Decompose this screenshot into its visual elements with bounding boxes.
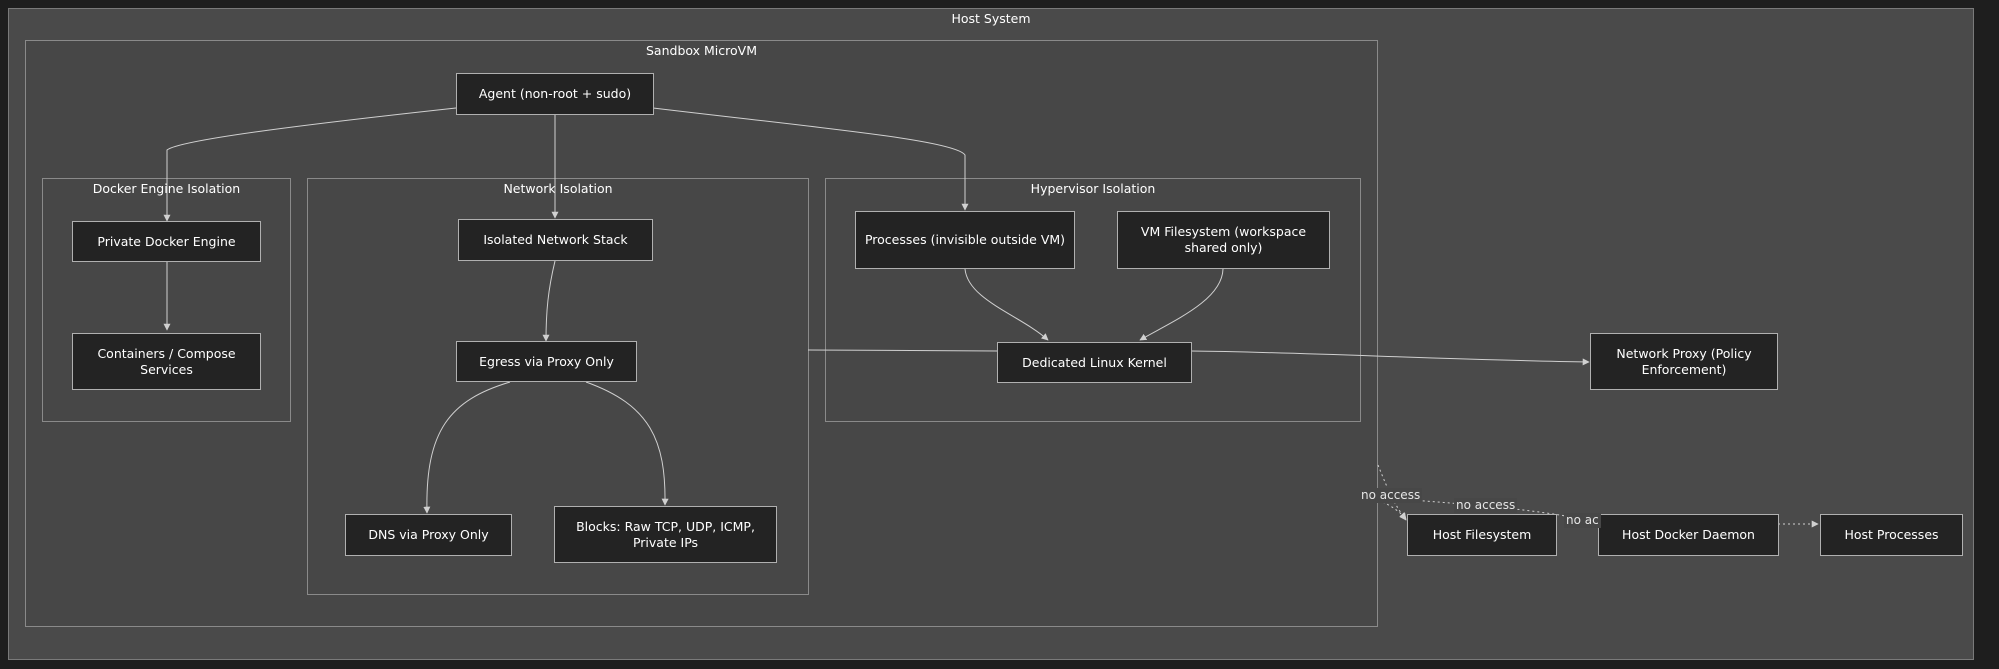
edge-label-no-access-3: no ac — [1564, 513, 1601, 528]
node-containers-compose: Containers / Compose Services — [72, 333, 261, 390]
node-host-filesystem: Host Filesystem — [1407, 514, 1557, 556]
hypervisor-isolation-title: Hypervisor Isolation — [1030, 181, 1156, 196]
edge-label-no-access-1: no access — [1359, 488, 1423, 503]
node-agent: Agent (non-root + sudo) — [456, 73, 654, 115]
node-isolated-network-stack: Isolated Network Stack — [458, 219, 653, 261]
node-blocks: Blocks: Raw TCP, UDP, ICMP, Private IPs — [554, 506, 777, 563]
edge-egress-to-blocks — [585, 381, 669, 506]
edge-agent-to-processes — [652, 107, 969, 211]
node-dns-via-proxy: DNS via Proxy Only — [345, 514, 512, 556]
docker-engine-isolation-title: Docker Engine Isolation — [92, 181, 241, 196]
node-network-proxy: Network Proxy (Policy Enforcement) — [1590, 333, 1778, 390]
node-host-processes: Host Processes — [1820, 514, 1963, 556]
node-dedicated-linux-kernel: Dedicated Linux Kernel — [997, 342, 1192, 383]
node-egress-via-proxy: Egress via Proxy Only — [456, 341, 637, 382]
node-processes: Processes (invisible outside VM) — [855, 211, 1075, 269]
node-private-docker-engine: Private Docker Engine — [72, 221, 261, 262]
edge-vmfs-to-kernel — [1139, 268, 1224, 341]
edge-network-to-kernel — [807, 349, 999, 352]
edge-kernel-to-proxy — [1190, 350, 1590, 366]
host-system-title: Host System — [951, 11, 1031, 26]
node-host-docker-daemon: Host Docker Daemon — [1598, 514, 1779, 556]
node-vm-filesystem: VM Filesystem (workspace shared only) — [1117, 211, 1330, 269]
edge-label-no-access-2: no access — [1454, 498, 1518, 513]
edge-processes-to-kernel — [964, 268, 1049, 341]
sandbox-microvm-title: Sandbox MicroVM — [646, 43, 757, 58]
edge-no-access-host-fs-b — [1377, 499, 1407, 520]
edge-agent-to-private-docker — [163, 107, 457, 222]
edge-egress-to-dns — [423, 381, 511, 514]
network-isolation-title: Network Isolation — [503, 181, 613, 196]
edge-isolated-network-to-egress — [542, 260, 556, 342]
